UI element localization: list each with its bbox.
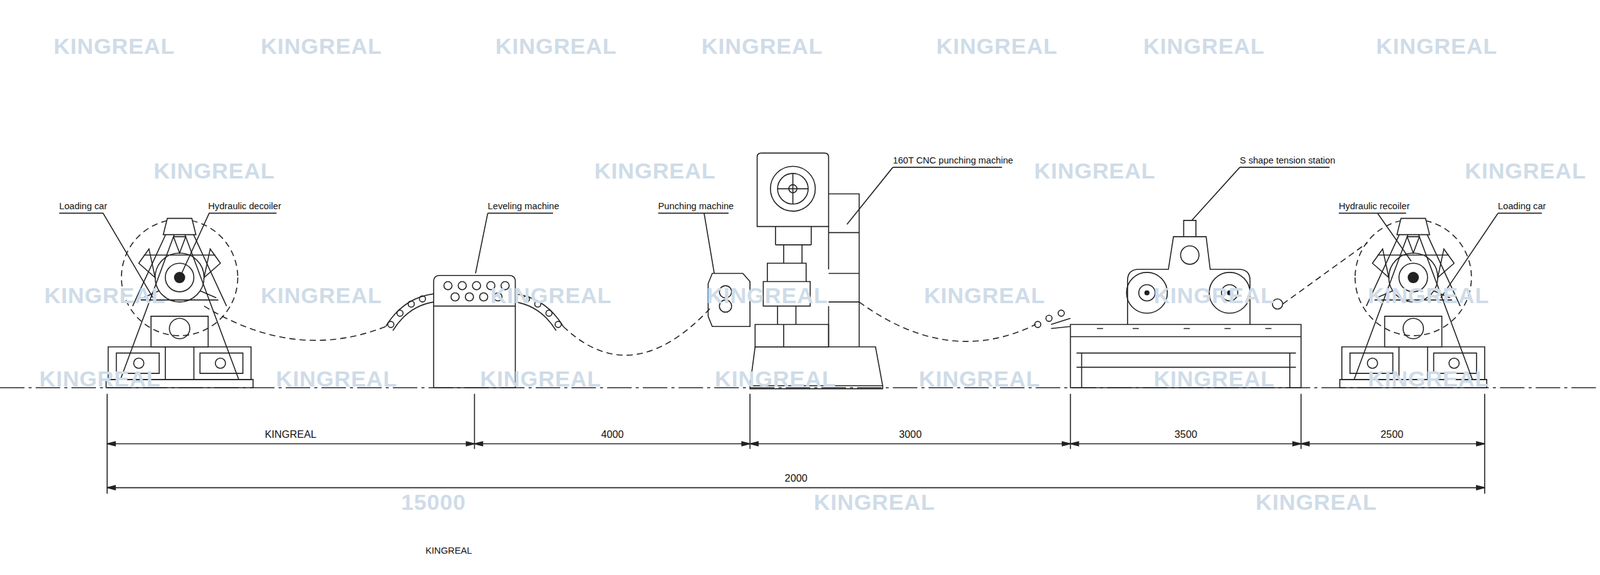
dimension-value: KINGREAL xyxy=(264,429,317,440)
watermark: KINGREAL xyxy=(39,368,162,391)
callout-label: Leveling machine xyxy=(488,202,560,212)
watermark: KINGREAL xyxy=(1143,35,1265,59)
watermark: KINGREAL xyxy=(1153,368,1275,391)
watermark: KINGREAL xyxy=(706,284,829,307)
dimension-value: 2000 xyxy=(784,473,808,484)
watermark: KINGREAL xyxy=(1375,35,1498,59)
watermark: 15000 xyxy=(400,491,467,515)
watermark: KINGREAL xyxy=(701,35,824,59)
watermark: KINGREAL xyxy=(153,160,276,183)
watermark: KINGREAL xyxy=(53,35,176,59)
callout-label: S shape tension station xyxy=(1239,155,1336,166)
watermark: KINGREAL xyxy=(813,491,936,515)
watermark: KINGREAL xyxy=(276,368,398,391)
watermark: KINGREAL xyxy=(924,284,1046,307)
leader-lines xyxy=(58,167,1542,298)
callout-label: 160T CNC punching machine xyxy=(892,155,1013,166)
watermark: KINGREAL xyxy=(490,284,613,307)
watermark: KINGREAL xyxy=(919,368,1041,391)
dimension-value: 3500 xyxy=(1174,429,1198,440)
callout-label: Hydraulic decoiler xyxy=(207,202,282,212)
punching-machine xyxy=(707,152,883,389)
watermark: KINGREAL xyxy=(1367,284,1490,307)
callout-label: Hydraulic recoiler xyxy=(1338,202,1410,212)
watermark: KINGREAL xyxy=(44,284,167,307)
watermark: KINGREAL xyxy=(495,35,618,59)
watermark: KINGREAL xyxy=(479,368,602,391)
strip-path xyxy=(204,243,1368,356)
watermark: KINGREAL xyxy=(260,284,383,307)
tension-station xyxy=(1034,220,1302,388)
dimension-lines xyxy=(107,394,1485,495)
watermark: KINGREAL xyxy=(1367,368,1490,391)
watermark: KINGREAL xyxy=(260,35,383,59)
watermark: KINGREAL xyxy=(594,160,717,183)
watermark: KINGREAL xyxy=(935,35,1058,59)
callout-label: Punching machine xyxy=(658,202,735,212)
callout-label: Loading car xyxy=(58,202,108,212)
label: KINGREAL xyxy=(425,546,472,556)
dimension-value: 2500 xyxy=(1380,429,1404,440)
dimension-value: 3000 xyxy=(898,429,922,440)
watermark: KINGREAL xyxy=(1153,284,1275,307)
callout-label: Loading car xyxy=(1497,202,1547,212)
watermark: KINGREAL xyxy=(1255,491,1377,515)
watermark: KINGREAL xyxy=(1034,160,1156,183)
watermark: KINGREAL xyxy=(1464,160,1587,183)
watermark: KINGREAL xyxy=(714,368,837,391)
dimension-value: 4000 xyxy=(600,429,624,440)
